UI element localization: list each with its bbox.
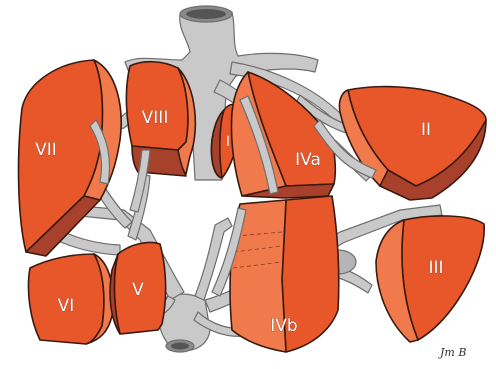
label-segment-ii: II bbox=[421, 120, 431, 140]
label-segment-viii: VIII bbox=[142, 108, 169, 128]
segment-iii bbox=[376, 216, 484, 342]
label-segment-v: V bbox=[132, 280, 144, 300]
label-segment-vi: VI bbox=[58, 296, 75, 316]
label-segment-iii: III bbox=[428, 258, 443, 278]
label-segment-vii: VII bbox=[35, 140, 57, 160]
label-segment-iva: IVa bbox=[295, 150, 321, 170]
segment-ii bbox=[339, 87, 486, 200]
label-segment-i: I bbox=[226, 134, 230, 150]
artist-signature: Jm B bbox=[438, 346, 466, 359]
label-segment-ivb: IVb bbox=[270, 316, 297, 336]
